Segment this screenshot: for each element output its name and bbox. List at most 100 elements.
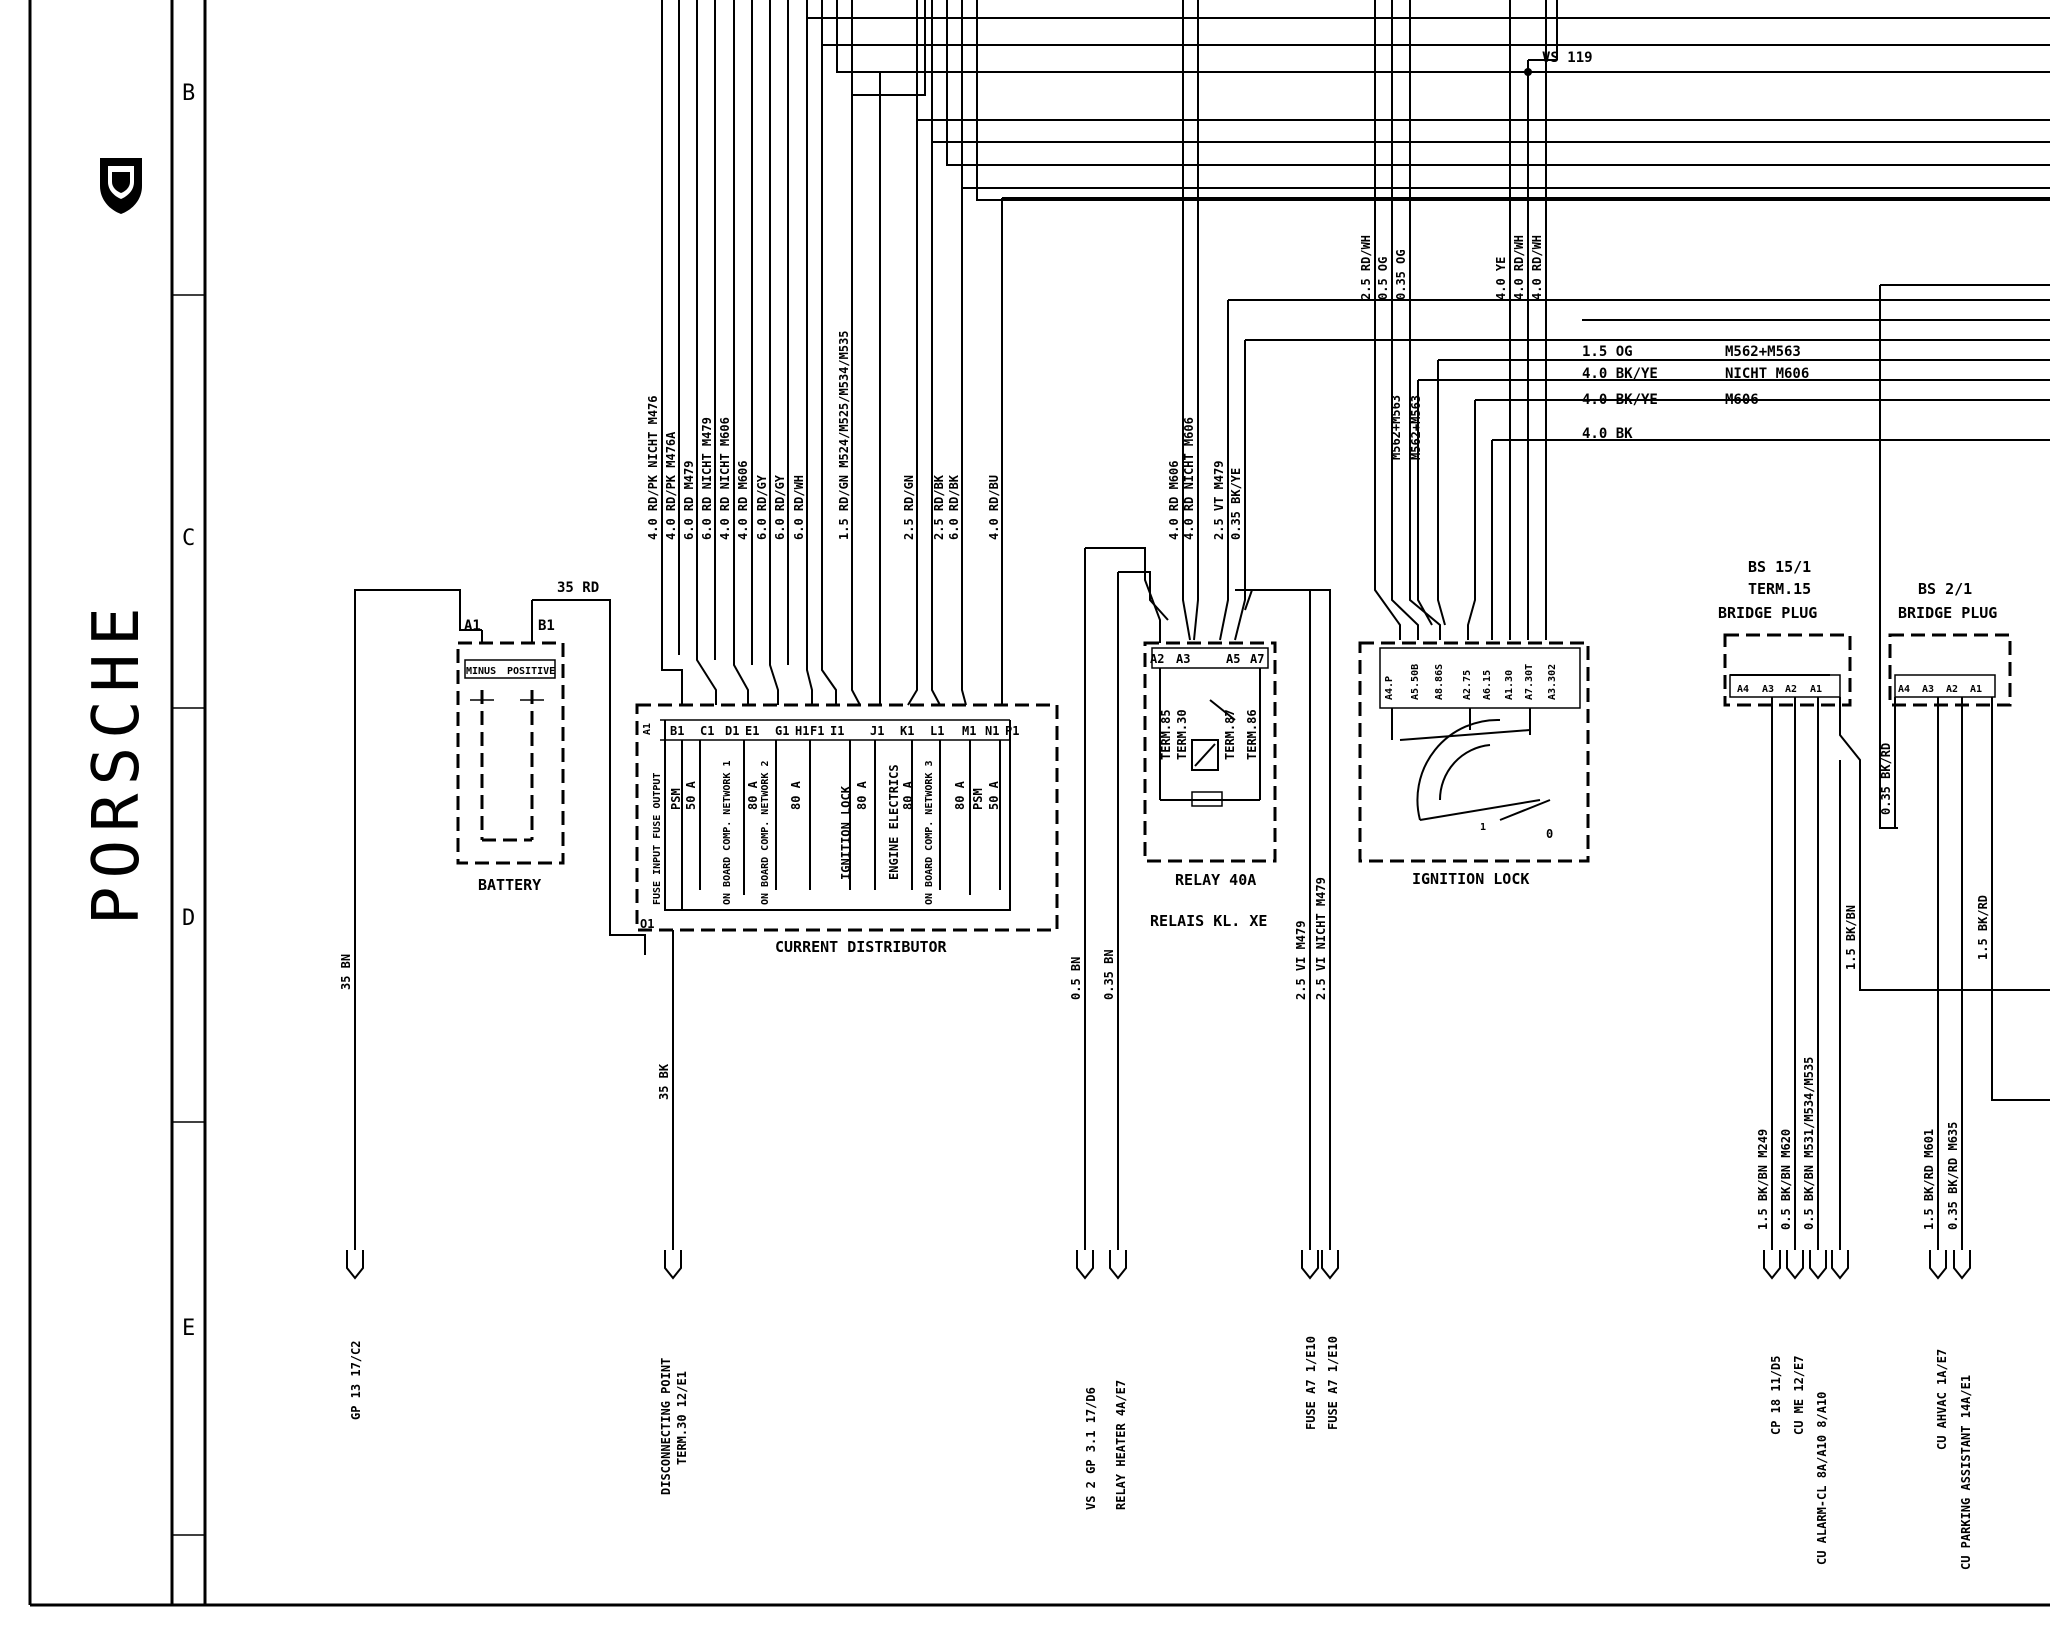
wire-label: 1.5 BK/BN [1844,905,1858,970]
pin-label: E1 [745,724,759,738]
pin-label: A2 [1946,684,1958,695]
connector-terminals [346,1250,1971,1280]
pin-label: A1 [1810,684,1822,695]
wire-label: 35 BK [657,1063,671,1100]
battery-minus: MINUS [466,666,496,677]
pin-label: F1 [810,724,824,738]
fuse-label: 50 A [987,780,1001,810]
connector-arrow-icon [346,1250,364,1280]
pin-label: A1 [642,723,653,735]
pin-label: D1 [725,724,739,738]
wire-label: 0.35 BK/RD M635 [1946,1122,1960,1230]
bridge-plug-2-pins: A4 A3 A2 A1 [1898,684,1982,695]
wire-label: 2.5 VI NICHT M479 [1314,877,1328,1000]
term-label: TERM.85 [1159,709,1173,760]
fuse-label: ON BOARD COMP. NETWORK 3 [924,761,935,906]
fuse-label: 80 A [953,780,967,810]
connector-label: FUSE A7 1/E10 [1326,1336,1340,1430]
connector-arrow-icon [1301,1250,1319,1280]
vs-119-label: VS 119 [1542,50,1593,66]
brand-name: PORSCHE [80,599,154,925]
relay-feed-wires [1182,0,2050,641]
wire-label: 6.0 RD/BK [947,474,961,540]
wire-label: 0.5 BK/BN M620 [1779,1129,1793,1230]
connector-label: VS 2 GP 3.1 17/D6 [1084,1387,1098,1510]
distributor-wire-labels: 4.0 RD/PK NICHT M476 4.0 RD/PK M476A 6.0… [646,330,1001,540]
connector-arrow-icon [664,1250,682,1280]
ignition-lock [1358,641,1590,863]
connector-label: DISCONNECTING POINT [659,1358,673,1495]
relay [1084,547,1331,1250]
pin-label: A8.86S [1434,664,1445,700]
wire-label: 2.5 VT M479 [1212,461,1226,540]
fuse-label: ON BOARD COMP. NETWORK 1 [722,761,733,906]
wire-label: 6.0 RD NICHT M479 [700,417,714,540]
battery-positive: POSITIVE [507,666,555,677]
term-label: TERM.86 [1245,709,1259,760]
wire-label: 4.0 BK/YE [1582,366,1658,382]
connector-label: CU PARKING ASSISTANT 14A/E1 [1959,1375,1973,1570]
connector-arrow-icon [1763,1250,1781,1280]
wire-label: 4.0 RD M606 [736,461,750,540]
pin-label: A2.75 [1462,670,1473,700]
pin-label: A3 [1762,684,1774,695]
fuse-label: IGNITION LOCK [839,785,853,880]
connector-label: RELAY HEATER 4A/E7 [1114,1380,1128,1510]
porsche-crest-icon [100,158,142,214]
pin-label: A3 [1176,652,1190,666]
wire-label: 4.0 RD NICHT M606 [718,417,732,540]
wire-label: 35 BN [339,954,353,990]
frame [28,0,2050,1607]
pin-label: A1.30 [1504,670,1515,700]
pin-label: A7.30T [1524,664,1535,700]
pin-label: A4.P [1384,676,1395,700]
connector-label: GP 13 17/C2 [349,1341,363,1420]
pin-label: B1 [670,724,684,738]
wire-label: 4.0 RD/BU [987,475,1001,540]
pin-label: A3.302 [1547,664,1558,700]
wire-label: 4.0 RD/WH [1530,235,1544,300]
fuse-label: ENGINE ELECTRICS [887,764,901,880]
wire-label: 1.5 BK/RD M601 [1922,1129,1936,1230]
wire-option: NICHT M606 [1725,366,1809,382]
connector-arrow-icon [1076,1250,1094,1280]
distributor-pins: A1 B1 C1 D1 E1 F1 G1 H1 I1 J1 K1 L1 M1 N… [640,723,1019,931]
wire-label: 0.35 BK/YE [1229,468,1243,540]
distributor-name: CURRENT DISTRIBUTOR [775,938,948,956]
wire-label: 2.5 VI M479 [1294,921,1308,1000]
pin-label: A6.15 [1482,670,1493,700]
wire-label: 1.5 OG [1582,344,1633,360]
battery-name: BATTERY [478,876,541,894]
lock-mark-1: 1 [1480,822,1486,833]
wire-label: 0.5 BK/BN M531/M534/M535 [1802,1057,1816,1230]
wire-label: 2.5 RD/WH [1359,235,1373,300]
wire-label: 2.5 RD/GN [902,475,916,540]
relay-pins: A2 A3 A5 A7 TERM.85 TERM.30 TERM.87 TERM… [1150,652,1264,760]
connector-label: CU AHVAC 1A/E7 [1935,1349,1949,1450]
pin-label: A2 [1785,684,1797,695]
pin-label: G1 [775,724,789,738]
bridge-plug-1 [1723,633,2050,1250]
term-label: TERM.30 [1175,709,1189,760]
fuse-label: 80 A [855,780,869,810]
lock-wire-labels: 2.5 RD/WH 0.5 OG 0.35 OG M562+M563 M562+… [1359,235,1544,460]
wire-label: 0.5 OG [1376,257,1390,300]
relay-wire-labels: 4.0 RD M606 4.0 RD NICHT M606 2.5 VT M47… [1167,417,1243,540]
wire-label: 0.35 BN [1102,949,1116,1000]
distributor-fuses: FUSE INPUT FUSE OUTPUT PSM 50 A ON BOARD… [652,761,1001,906]
fuse-label: PSM [971,788,985,810]
pin-label: A5.50B [1410,664,1421,700]
pin-label: A5 [1226,652,1240,666]
pin-label: C1 [700,724,714,738]
connector-arrow-icon [1321,1250,1339,1280]
ignition-feed-wires [1374,0,2050,829]
pin-label: K1 [900,724,914,738]
bridge-plug-1-pins: A4 A3 A2 A1 [1737,684,1822,695]
wire-label: 6.0 RD/WH [792,475,806,540]
connector-arrow-icon [1786,1250,1804,1280]
pin-label: M1 [962,724,976,738]
bus-lines [806,0,2050,201]
wire-label: 4.0 RD/PK NICHT M476 [646,396,660,541]
pin-label: A4 [1737,684,1749,695]
